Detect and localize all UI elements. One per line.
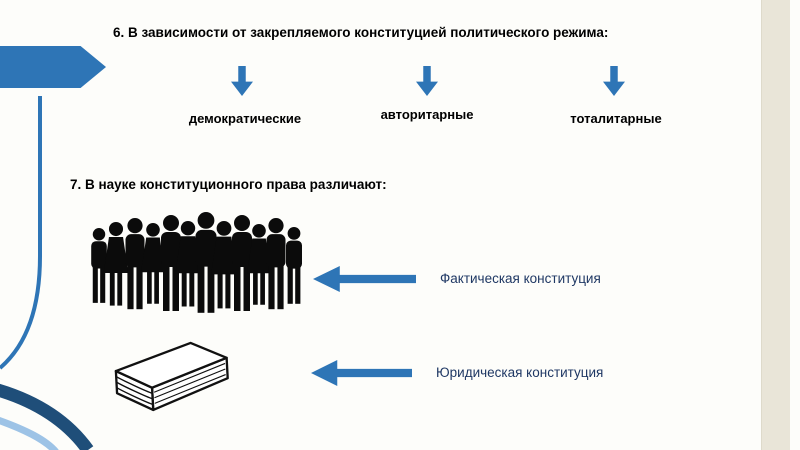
down-arrow-icon xyxy=(416,66,438,96)
regime-option-authoritarian: авторитарные xyxy=(380,107,474,122)
people-crowd-icon xyxy=(91,212,302,313)
regime-option-totalitarian: тоталитарные xyxy=(570,111,662,126)
actual-constitution-label: Фактическая конституция xyxy=(440,271,601,286)
right-stripe-decoration xyxy=(761,0,790,450)
down-arrow-icon xyxy=(603,66,625,96)
book-icon xyxy=(114,341,229,412)
heading-science: 7. В науке конституционного права различ… xyxy=(70,177,387,192)
heading-regime: 6. В зависимости от закрепляемого консти… xyxy=(113,25,609,40)
down-arrow-icon xyxy=(231,66,253,96)
swoosh-decoration xyxy=(0,96,94,450)
ribbon-arrow-shape xyxy=(0,46,106,88)
regime-option-democratic: демократические xyxy=(188,111,302,126)
left-arrow-icon xyxy=(311,360,412,386)
legal-constitution-label: Юридическая конституция xyxy=(436,365,604,380)
left-arrow-icon xyxy=(313,266,416,292)
